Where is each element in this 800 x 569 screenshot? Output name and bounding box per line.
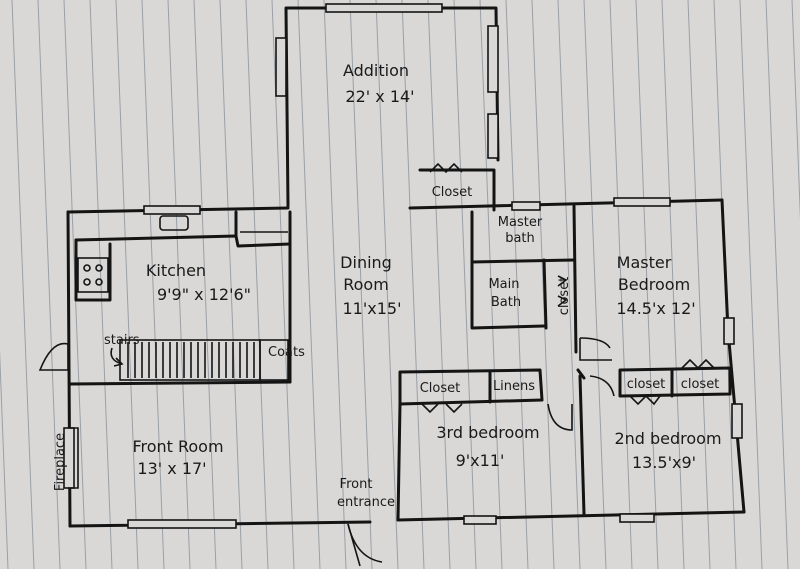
addition-room-name: Addition bbox=[343, 61, 409, 80]
paper-line bbox=[375, 0, 399, 569]
paper-line bbox=[0, 349, 9, 569]
second-bedroom-closet-a-label: closet bbox=[627, 377, 666, 392]
paper-line bbox=[297, 0, 321, 569]
paper-line bbox=[115, 0, 139, 569]
master-closet-label: closet bbox=[557, 277, 572, 316]
paper-line bbox=[661, 0, 685, 569]
paper-line bbox=[193, 0, 217, 569]
master-bedroom-line2: Bedroom bbox=[618, 275, 690, 294]
paper-line bbox=[583, 0, 607, 569]
paper-line bbox=[11, 0, 35, 569]
dining-room-name-line1: Dining bbox=[340, 253, 392, 272]
second-bedroom-closet-b-label: closet bbox=[681, 377, 720, 392]
main-bath-line2: Bath bbox=[491, 295, 521, 310]
third-bedroom-size: 9'x11' bbox=[456, 451, 505, 470]
paper-line bbox=[245, 0, 269, 569]
master-bedroom-line1: Master bbox=[617, 253, 672, 272]
fireplace-label: Fireplace bbox=[53, 433, 68, 491]
dining-room-name-line2: Room bbox=[343, 275, 389, 294]
fixtures bbox=[68, 162, 715, 489]
front-entrance-line2: entrance bbox=[337, 495, 395, 510]
paper-line bbox=[427, 0, 451, 569]
paper-line bbox=[531, 0, 555, 569]
paper-line bbox=[37, 0, 61, 569]
paper-line bbox=[323, 0, 347, 569]
front-room-size: 13' x 17' bbox=[137, 459, 206, 478]
doors bbox=[38, 337, 615, 567]
addition-closet-label: Closet bbox=[432, 185, 473, 200]
hall-closet-label: Closet bbox=[420, 381, 461, 396]
paper-line bbox=[453, 0, 477, 569]
paper-line bbox=[739, 0, 763, 569]
linens-closet-label: Linens bbox=[493, 379, 535, 394]
paper-line bbox=[505, 0, 529, 569]
paper-line bbox=[401, 0, 425, 569]
coats-label: Coats bbox=[268, 345, 305, 360]
paper-line bbox=[635, 0, 659, 569]
main-bath-line1: Main bbox=[488, 277, 519, 292]
walls bbox=[66, 6, 746, 528]
second-bedroom-name: 2nd bedroom bbox=[614, 429, 721, 448]
paper-line bbox=[219, 0, 243, 569]
paper-line bbox=[687, 0, 711, 569]
dining-room-size: 11'x15' bbox=[343, 299, 402, 318]
second-bedroom-size: 13.5'x9' bbox=[632, 453, 696, 472]
master-bedroom-size: 14.5'x 12' bbox=[616, 299, 695, 318]
third-bedroom-name: 3rd bedroom bbox=[436, 423, 539, 442]
paper-line bbox=[141, 0, 165, 569]
master-bath-line1: Master bbox=[498, 215, 543, 230]
addition-room-size: 22' x 14' bbox=[345, 87, 414, 106]
windows bbox=[63, 3, 743, 529]
front-room-name: Front Room bbox=[132, 437, 223, 456]
paper-line bbox=[479, 0, 503, 569]
stair-treads bbox=[127, 342, 255, 378]
paper-line bbox=[765, 0, 789, 569]
paper-line bbox=[349, 0, 373, 569]
paper-line bbox=[609, 0, 633, 569]
master-bath-line2: bath bbox=[505, 231, 535, 246]
stairs-label: stairs bbox=[104, 333, 140, 348]
paper-line bbox=[167, 0, 191, 569]
kitchen-room-name: Kitchen bbox=[146, 261, 206, 280]
paper-line bbox=[791, 0, 800, 220]
kitchen-room-size: 9'9" x 12'6" bbox=[157, 285, 251, 304]
paper-line bbox=[557, 0, 581, 569]
front-entrance-line1: Front bbox=[340, 477, 373, 492]
labels: Addition 22' x 14' Closet Kitchen 9'9" x… bbox=[53, 61, 722, 510]
